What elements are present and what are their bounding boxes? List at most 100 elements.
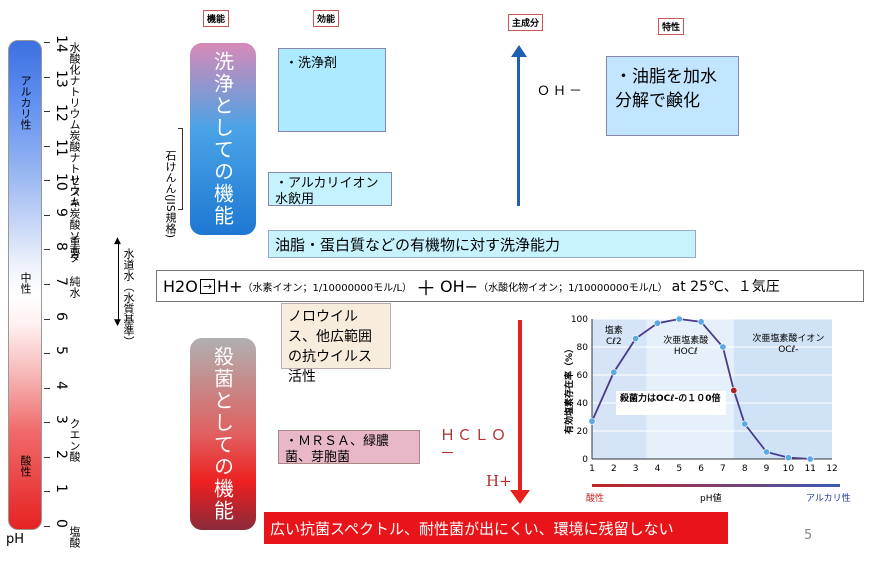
page-number: 5	[804, 528, 813, 543]
header-effect: 効能	[313, 10, 340, 27]
chart-region-formula: HOCℓ	[674, 347, 698, 357]
chart-data-point	[632, 335, 640, 343]
ph-tick	[44, 284, 50, 285]
chart-ytick-label: 60	[577, 371, 589, 381]
wash-summary-box: 油脂・蛋白質などの有機物に対す洗浄能力	[268, 230, 696, 258]
eq-hplus-note: （水素イオン；1/10000000モル/L）	[242, 282, 413, 294]
chart-xlabel: pH値	[700, 494, 722, 504]
ph-tick-label: 11	[53, 138, 69, 157]
ph-annotation: 炭酸ナトリウム	[68, 130, 81, 207]
ph-annotation: クエン酸	[68, 418, 81, 462]
chart-xtick-label: 6	[698, 464, 704, 474]
wash-function-pill: 洗浄としての機能	[190, 43, 256, 235]
ph-tick	[44, 353, 50, 355]
ph-tick-label: 4	[53, 380, 69, 390]
mrsa-box: ・ＭＲＳＡ、緑膿菌、芽胞菌	[278, 430, 420, 465]
chart-xtick-label: 10	[783, 464, 795, 474]
ph-annotation: セスキ炭酸ソーダ	[68, 175, 81, 263]
chart-region-name: 次亜塩素酸	[663, 334, 708, 346]
ph-tick	[44, 180, 50, 182]
chart-region-name: 次亜塩素酸イオン	[752, 332, 824, 344]
tap-arrow-up: ▲	[114, 236, 121, 246]
chart-xtick-label: 12	[826, 464, 837, 474]
ph-tick	[44, 422, 50, 424]
sterilization-function-pill: 殺菌としての機能	[190, 338, 256, 530]
chart-data-point	[697, 318, 705, 326]
tap-arrow-down: ▼	[114, 318, 121, 328]
ph-annotation: 塩酸	[68, 526, 81, 548]
chart-xtick-label: 7	[720, 464, 726, 474]
oh-arrowhead	[511, 45, 527, 57]
chart-ytick-label: 40	[577, 399, 589, 409]
soap-note: 石けんん(JIS規格)	[164, 150, 177, 239]
eq-plus: ＋	[416, 275, 437, 300]
oil-property-box: ・油脂を加水分解で鹸化	[606, 56, 739, 136]
ph-annotation: 水酸化ナトリウム	[68, 42, 81, 130]
chart-xtick-label: 9	[764, 464, 770, 474]
chart-xtick-label: 8	[742, 464, 748, 474]
neutral-label: 中性	[19, 272, 32, 294]
ph-tick-label: 3	[53, 415, 69, 425]
chart-annotation-bg	[616, 391, 726, 415]
chart-ytick-label: 100	[571, 315, 588, 325]
ph-tick	[44, 111, 50, 113]
equation-row: H2O → H+ （水素イオン；1/10000000モル/L） ＋ OH− （水…	[156, 270, 864, 302]
oh-up-arrow	[517, 54, 520, 206]
bottom-banner: 広い抗菌スペクトル、耐性菌が出にくい、環境に残留しない	[264, 512, 728, 544]
eq-oh-note: （水酸化物イオン；1/10000000モル/L）	[478, 282, 668, 294]
chart-region-hypochlorite	[733, 319, 832, 459]
chart-data-point	[763, 448, 771, 456]
hclo-label: ＨＣＬＯ	[440, 426, 509, 444]
chart-annotation: 殺菌力はOCℓ-の１０0倍	[619, 392, 721, 404]
ph-tick-label: 8	[53, 242, 69, 252]
chart-xtick-label: 3	[633, 464, 639, 474]
ph-tick-label: 7	[53, 277, 69, 286]
alkali-ion-box: ・アルカリイオン水飲用	[268, 172, 392, 207]
chart-region-formula: Cℓ2	[606, 337, 622, 347]
chart-ytick-label: 0	[582, 455, 588, 465]
oh-label: ＯＨ－	[537, 84, 586, 99]
ph-annotation: 純水	[68, 276, 81, 298]
ph-tick	[44, 42, 50, 43]
alkali-label: アルカリ性	[19, 75, 32, 130]
chart-series-line	[591, 318, 811, 460]
ph-tick	[44, 214, 50, 216]
header-function: 機能	[203, 10, 230, 27]
soap-bracket	[178, 128, 183, 210]
chart-xtick-label: 11	[804, 464, 815, 474]
chart-xtick-label: 1	[589, 464, 595, 474]
ph-tick	[44, 491, 50, 493]
header-property: 特性	[658, 18, 685, 35]
hplus-label: H+	[486, 472, 512, 490]
ph-label: pH	[6, 532, 25, 547]
ph-tick	[44, 318, 50, 320]
chart-region-formula: OCℓ-	[778, 345, 798, 355]
chart-region-chlorine	[592, 319, 647, 459]
ph-tick-label: 5	[53, 346, 69, 356]
ph-tick	[44, 249, 50, 251]
tap-note: 水道水（水質基準）	[122, 248, 135, 347]
chart-ytick-label: 80	[577, 343, 589, 353]
ph-tick-label: 1	[53, 484, 69, 494]
eq-condition: at 25℃、１気圧	[671, 279, 780, 295]
eq-h2o: H2O	[163, 276, 198, 296]
chart-ylabel: 有効塩素存在率（%）	[563, 344, 575, 434]
chart-alkali-label: アルカリ性	[806, 494, 851, 504]
eq-hplus: H+	[217, 276, 243, 296]
eq-arrow: →	[199, 278, 216, 294]
chart-data-point	[784, 454, 792, 462]
detergent-box: ・洗浄剤	[278, 48, 386, 132]
acid-label: 酸性	[19, 455, 32, 477]
chart-acid-label: 酸性	[586, 494, 605, 504]
chart-data-point	[675, 315, 683, 323]
ph-color-bar	[8, 40, 42, 530]
chart-region-name: 塩素	[605, 324, 623, 336]
chart-data-point	[741, 420, 749, 428]
hplus-arrowhead	[510, 490, 530, 504]
chart-data-point	[719, 343, 727, 351]
chart-xtick-label: 4	[655, 464, 661, 474]
ph-gradient-arrow	[592, 484, 840, 487]
ph-tick-label: 12	[53, 104, 69, 122]
ph-tick-label: 10	[53, 173, 69, 192]
